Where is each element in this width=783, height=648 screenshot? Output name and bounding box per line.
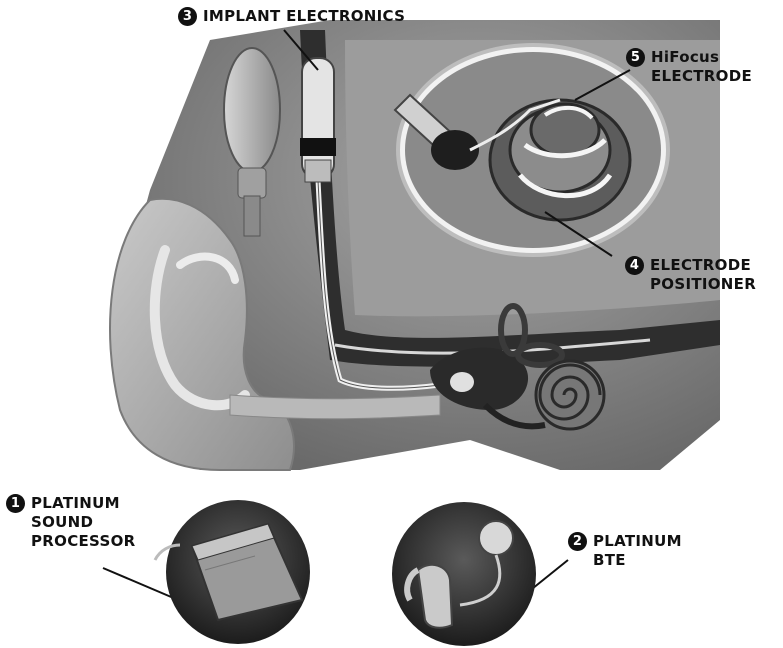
platinum-sound-processor-image (155, 500, 310, 644)
label-implant-electronics: 3 IMPLANT ELECTRONICS (178, 7, 405, 26)
number-badge-1: 1 (6, 494, 25, 513)
sound-processor-line1: PLATINUM (31, 494, 120, 512)
hifocus-text: HiFocus (651, 48, 719, 66)
electrode-text: ELECTRODE (626, 67, 752, 86)
electrode-positioner-line1: ELECTRODE (650, 256, 751, 274)
implant-electronics-package (300, 58, 336, 182)
number-badge-2: 2 (568, 532, 587, 551)
ear-canal (230, 395, 440, 419)
bte-line1: PLATINUM (593, 532, 682, 550)
label-hifocus-electrode: 5 HiFocus ELECTRODE (626, 48, 752, 86)
label-platinum-bte: 2 PLATINUM BTE (568, 532, 682, 570)
number-badge-3: 3 (178, 7, 197, 26)
electrode-positioner-line2: POSITIONER (625, 275, 756, 294)
bte-line2: BTE (568, 551, 682, 570)
number-badge-4: 4 (625, 256, 644, 275)
implant-electronics-text: IMPLANT ELECTRONICS (203, 7, 405, 25)
label-electrode-positioner: 4 ELECTRODE POSITIONER (625, 256, 756, 294)
number-badge-5: 5 (626, 48, 645, 67)
sound-processor-line2: SOUND (6, 513, 136, 532)
label-platinum-sound-processor: 1 PLATINUM SOUND PROCESSOR (6, 494, 136, 551)
sound-processor-line3: PROCESSOR (6, 532, 136, 551)
platinum-bte-image (392, 502, 536, 646)
